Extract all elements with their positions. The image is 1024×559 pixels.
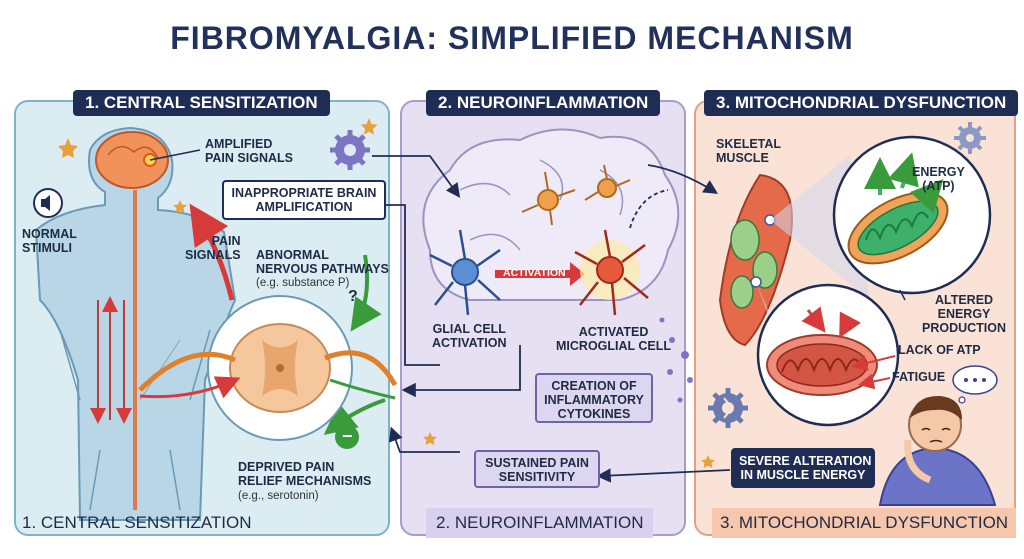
label-substance-p: (e.g. substance P) bbox=[256, 277, 350, 289]
star-icon bbox=[701, 455, 715, 469]
box-inflammatory-cytokines: CREATION OF INFLAMMATORY CYTOKINES bbox=[535, 373, 653, 423]
star-icon bbox=[423, 432, 437, 446]
damaged-mitochondrion-icon bbox=[756, 283, 900, 427]
label-energy-atp: ENERGY (ATP) bbox=[912, 165, 965, 193]
gear-icon bbox=[954, 122, 986, 154]
label-skeletal-muscle: SKELETAL MUSCLE bbox=[716, 137, 782, 165]
label-serotonin: (e.g., serotonin) bbox=[238, 490, 319, 502]
label-altered-energy-production: ALTERED ENERGY PRODUCTION bbox=[922, 293, 1007, 335]
label-abnormal-nervous-pathways: ABNORMAL NERVOUS PATHWAYS bbox=[256, 248, 389, 276]
microglial-cell-icon bbox=[574, 229, 649, 316]
box-inappropriate-brain-amplification: INAPPROPRIATE BRAIN AMPLIFICATION bbox=[222, 180, 386, 220]
star-icon bbox=[58, 138, 78, 158]
cell-icon bbox=[537, 189, 559, 211]
footer-mitochondrial-dysfunction: 3. MITOCHONDRIAL DYSFUNCTION bbox=[712, 508, 1017, 538]
cell-icon bbox=[597, 178, 617, 198]
question-mark: ? bbox=[348, 288, 358, 305]
thought-bubble-icon bbox=[952, 365, 998, 404]
fatigued-person-icon bbox=[878, 395, 997, 506]
gear-icon bbox=[330, 130, 370, 170]
label-activation: ACTIVATION bbox=[503, 267, 566, 279]
label-deprived-pain-relief: DEPRIVED PAIN RELIEF MECHANISMS bbox=[238, 460, 372, 488]
speaker-icon bbox=[33, 188, 63, 218]
heading-mitochondrial-dysfunction: 3. MITOCHONDRIAL DYSFUNCTION bbox=[704, 90, 1019, 116]
broken-gear-icon bbox=[708, 388, 748, 428]
box-sustained-pain-sensitivity: SUSTAINED PAIN SENSITIVITY bbox=[474, 450, 600, 488]
footer-neuroinflammation: 2. NEUROINFLAMMATION bbox=[426, 508, 654, 538]
spinal-cord-cross-section bbox=[138, 295, 398, 441]
footer-central-sensitization: 1. CENTRAL SENSITIZATION bbox=[22, 513, 252, 532]
label-activated-microglial-cell: ACTIVATED MICROGLIAL CELL bbox=[556, 325, 672, 353]
label-pain-signals: PAIN SIGNALS bbox=[185, 234, 241, 262]
glial-cell-icon bbox=[429, 229, 501, 316]
heading-central-sensitization: 1. CENTRAL SENSITIZATION bbox=[73, 90, 330, 116]
label-fatigue: FATIGUE bbox=[892, 370, 946, 384]
star-icon bbox=[360, 118, 378, 135]
healthy-mitochondrion-icon bbox=[832, 135, 992, 295]
page-title: FIBROMYALGIA: SIMPLIFIED MECHANISM bbox=[170, 20, 854, 56]
label-amplified-pain-signals: AMPLIFIED PAIN SIGNALS bbox=[205, 137, 293, 165]
minus-sign: − bbox=[342, 426, 353, 446]
label-glial-cell-activation: GLIAL CELL ACTIVATION bbox=[432, 322, 507, 350]
star-icon bbox=[173, 200, 187, 214]
minus-icon bbox=[335, 425, 359, 449]
box-severe-alteration-muscle-energy: SEVERE ALTERATION IN MUSCLE ENERGY bbox=[731, 448, 875, 488]
human-figure bbox=[34, 126, 237, 521]
brain-icon bbox=[95, 131, 169, 189]
cytokine-dots bbox=[659, 317, 693, 403]
label-normal-stimuli: NORMAL STIMULI bbox=[22, 227, 77, 255]
heading-neuroinflammation: 2. NEUROINFLAMMATION bbox=[426, 90, 661, 116]
label-lack-of-atp: LACK OF ATP bbox=[898, 343, 981, 357]
